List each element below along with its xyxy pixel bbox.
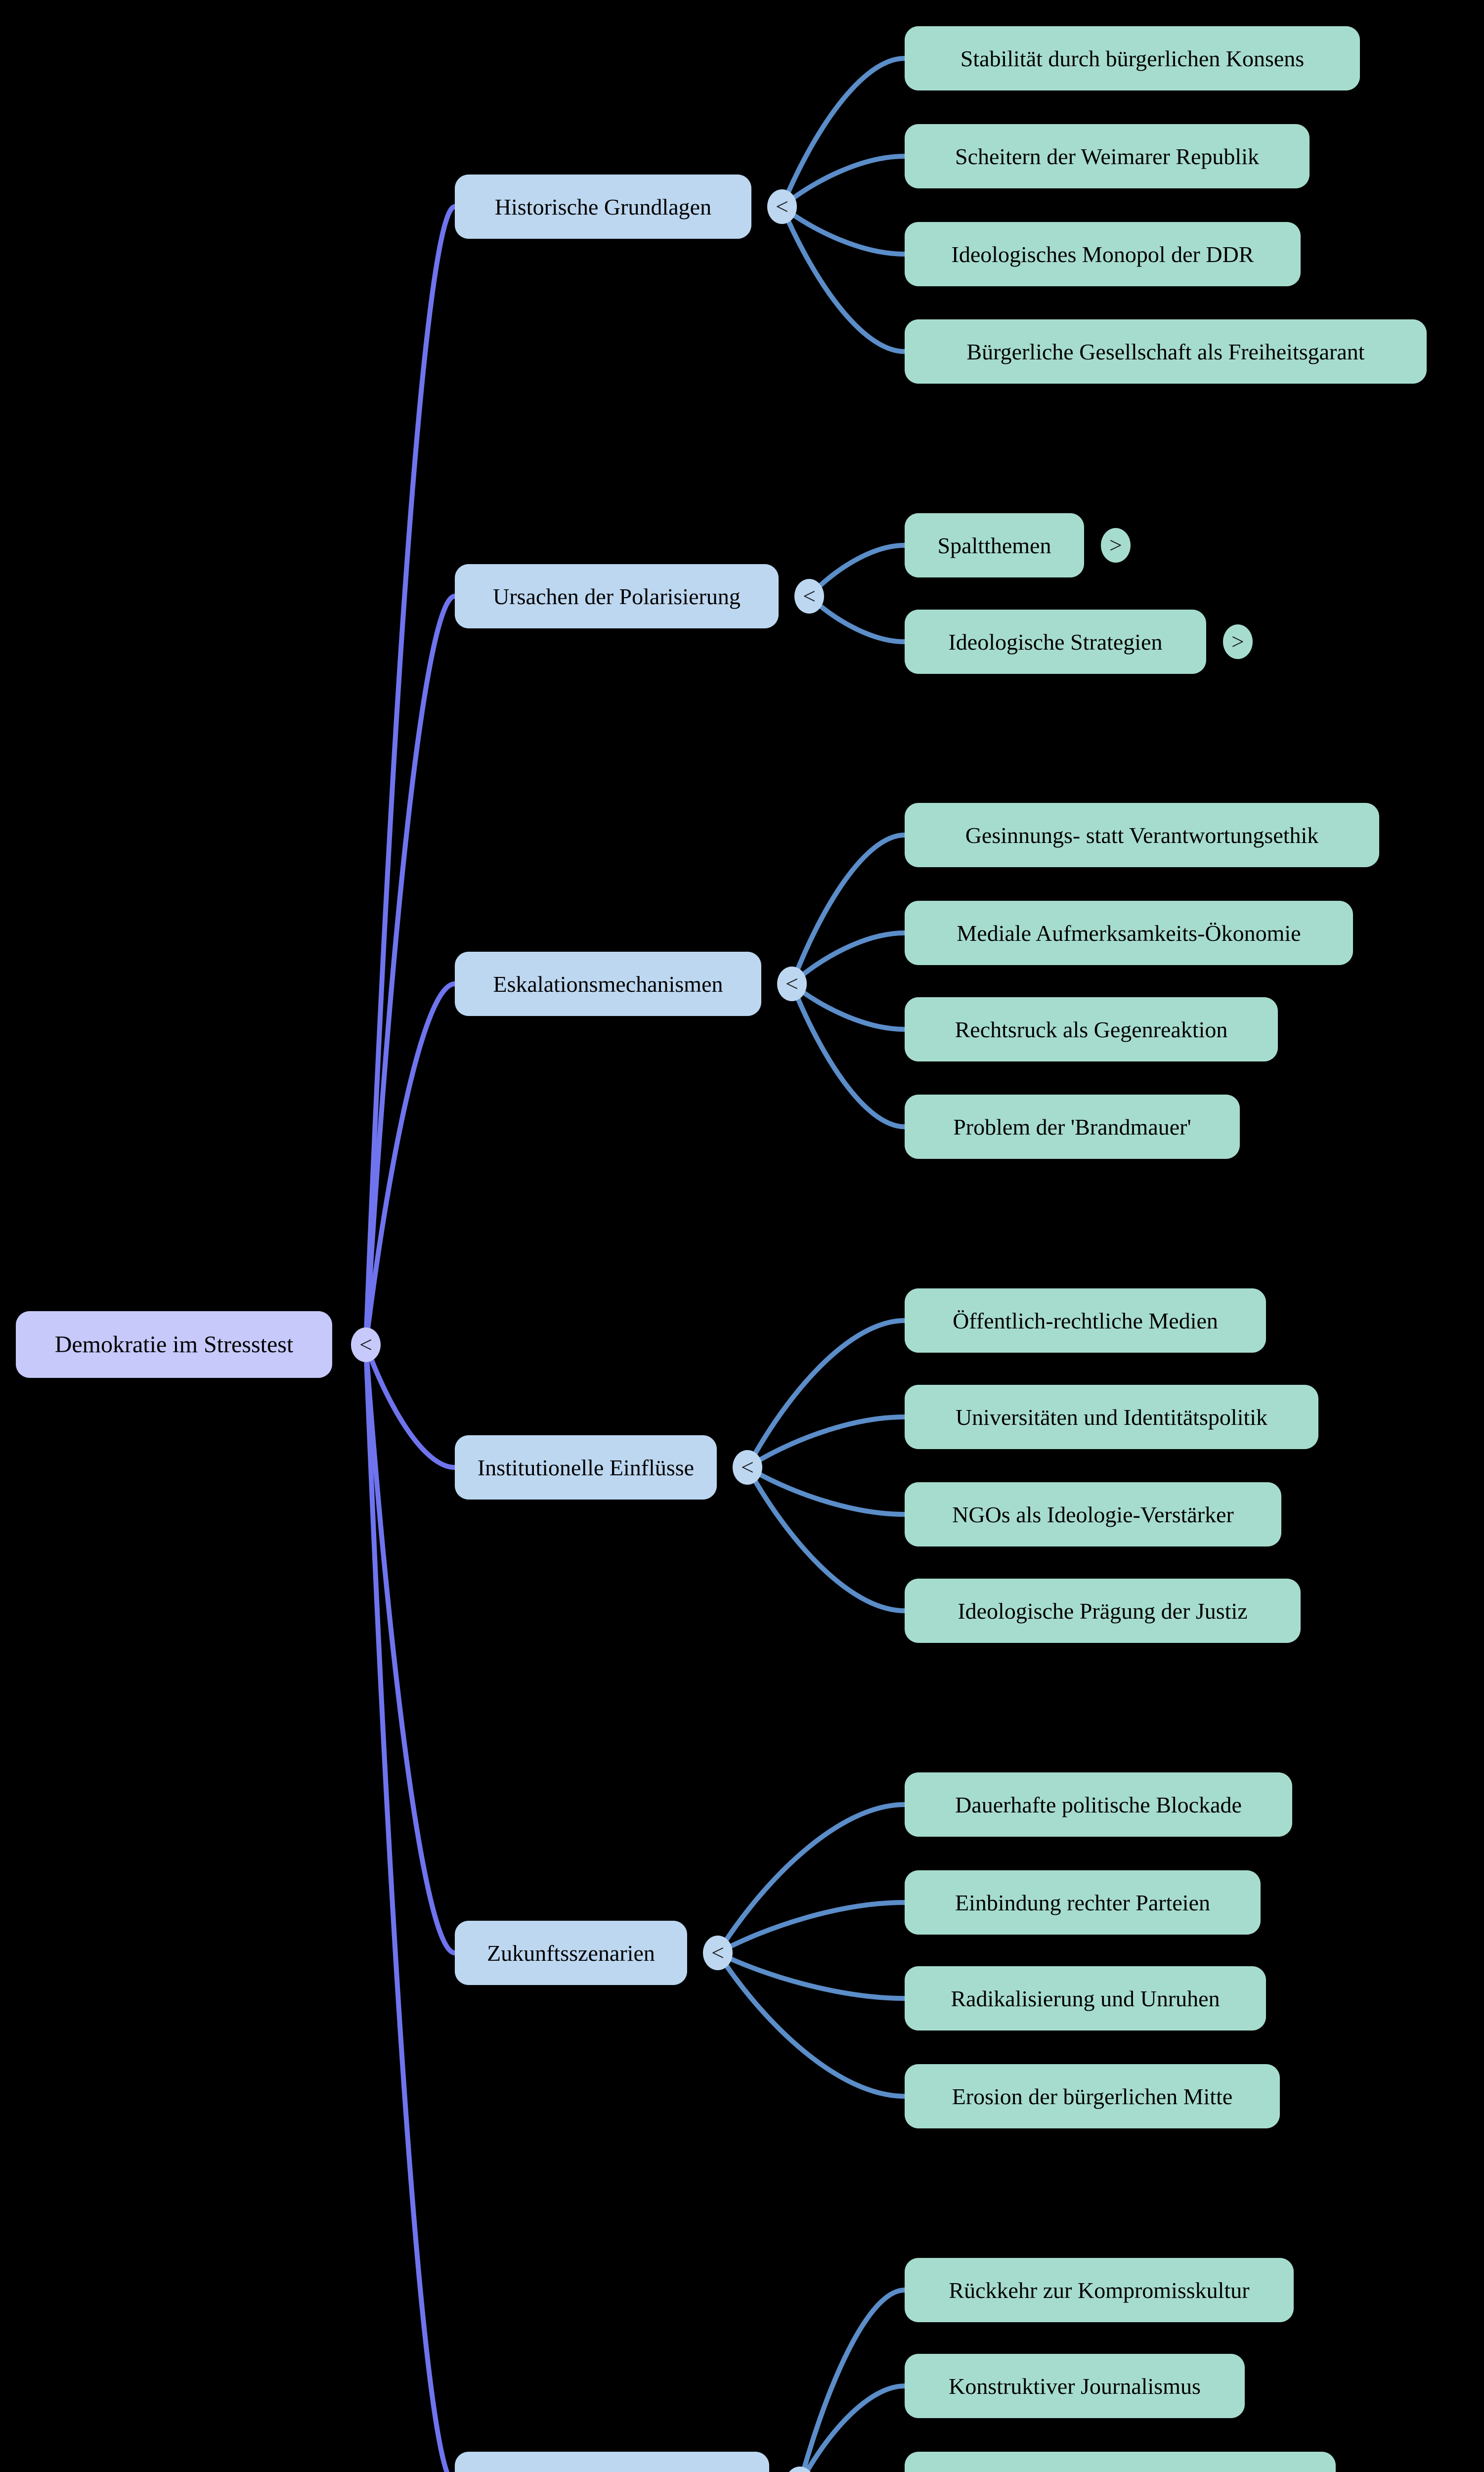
- branch-node-zukunftsszenarien[interactable]: Zukunftsszenarien: [455, 1921, 687, 1985]
- collapse-toggle-therapieansatze-auswege[interactable]: <: [785, 2467, 815, 2472]
- node-label: Institutionelle Einflüsse: [477, 1455, 695, 1480]
- edge-institutionelle-einflusse-to-offentlich-rechtliche-medien: [745, 1318, 907, 1470]
- node-label: Demokratie im Stresstest: [54, 1331, 294, 1358]
- node-label: Dauerhafte politische Blockade: [955, 1792, 1242, 1817]
- edge-institutionelle-einflusse-to-ideologische-pragung-der-justiz: [745, 1465, 907, 1613]
- chevron-left-icon: <: [711, 1940, 724, 1965]
- node-label: Mediale Aufmerksamkeits-Ökonomie: [957, 920, 1301, 946]
- node-label: Ursachen der Polarisierung: [493, 583, 741, 609]
- edge-zukunftsszenarien-to-dauerhafte-politische-blockade: [715, 1802, 907, 1955]
- node-label: Ideologische Prägung der Justiz: [958, 1598, 1248, 1624]
- chevron-left-icon: <: [786, 971, 798, 996]
- leaf-node-ideologische-strategien[interactable]: Ideologische Strategien: [905, 610, 1206, 674]
- node-label: Bürgerliche Gesellschaft als Freiheitsga…: [966, 339, 1365, 364]
- edge-ursachen-der-polarisierung-to-ideologische-strategien: [807, 594, 907, 644]
- node-label: NGOs als Ideologie-Verstärker: [952, 1501, 1234, 1527]
- node-label: Nüchterne Steuerung der Migration: [958, 2471, 1282, 2472]
- leaf-node-nuchterne-steuerung-der-migration[interactable]: Nüchterne Steuerung der Migration: [905, 2452, 1336, 2472]
- leaf-node-problem-der-brandmauer[interactable]: Problem der 'Brandmauer': [905, 1095, 1240, 1159]
- edge-therapieansatze-auswege-to-ruckkehr-zur-kompromisskultur: [800, 2288, 907, 2472]
- node-label: Rückkehr zur Kompromisskultur: [949, 2277, 1250, 2303]
- edge-institutionelle-einflusse-to-universitaten-und-identitatspolitik: [745, 1414, 907, 1470]
- leaf-node-ruckkehr-zur-kompromisskultur[interactable]: Rückkehr zur Kompromisskultur: [905, 2258, 1294, 2322]
- leaf-node-rechtsruck-als-gegenreaktion[interactable]: Rechtsruck als Gegenreaktion: [905, 997, 1278, 1061]
- leaf-node-gesinnungs-statt-verantwortungsethik[interactable]: Gesinnungs- statt Verantwortungsethik: [905, 803, 1379, 867]
- leaf-node-konstruktiver-journalismus[interactable]: Konstruktiver Journalismus: [905, 2354, 1245, 2418]
- node-label: Einbindung rechter Parteien: [955, 1890, 1211, 1915]
- chevron-left-icon: <: [776, 194, 788, 219]
- edge-root-to-ursachen-der-polarisierung: [363, 594, 457, 1347]
- node-label: Ideologisches Monopol der DDR: [951, 241, 1254, 267]
- node-label: Öffentlich-rechtliche Medien: [953, 1308, 1218, 1333]
- expand-toggle-ideologische-strategien[interactable]: >: [1223, 624, 1253, 659]
- edge-institutionelle-einflusse-to-ngos-als-ideologie-verstarker: [745, 1465, 907, 1517]
- branch-node-eskalationsmechanismen[interactable]: Eskalationsmechanismen: [455, 952, 761, 1016]
- node-label: Erosion der bürgerlichen Mitte: [952, 2083, 1233, 2109]
- branch-node-ursachen-der-polarisierung[interactable]: Ursachen der Polarisierung: [455, 564, 779, 628]
- node-label: Konstruktiver Journalismus: [949, 2373, 1201, 2399]
- expand-toggle-spaltthemen[interactable]: >: [1101, 528, 1131, 563]
- chevron-left-icon: <: [359, 1332, 372, 1357]
- collapse-toggle-institutionelle-einflusse[interactable]: <: [733, 1450, 762, 1485]
- edge-zukunftsszenarien-to-einbindung-rechter-parteien: [715, 1900, 907, 1955]
- leaf-node-stabilitat-durch-burgerlichen-konsens[interactable]: Stabilität durch bürgerlichen Konsens: [905, 26, 1360, 90]
- edge-ursachen-der-polarisierung-to-spaltthemen: [807, 543, 907, 599]
- edge-root-to-historische-grundlagen: [363, 204, 457, 1347]
- chevron-left-icon: <: [803, 583, 816, 609]
- node-label: Rechtsruck als Gegenreaktion: [955, 1016, 1228, 1042]
- chevron-right-icon: >: [1109, 532, 1122, 558]
- edge-therapieansatze-auswege-to-konstruktiver-journalismus: [803, 2384, 907, 2472]
- branch-node-therapieansatze-auswege[interactable]: Therapieansätze (Auswege): [455, 2452, 769, 2472]
- edge-root-to-therapieansatze-auswege: [363, 1342, 450, 2472]
- leaf-node-burgerliche-gesellschaft-als-freiheitsgarant[interactable]: Bürgerliche Gesellschaft als Freiheitsga…: [905, 319, 1427, 384]
- branch-node-institutionelle-einflusse[interactable]: Institutionelle Einflüsse: [455, 1435, 717, 1500]
- edge-root-to-eskalationsmechanismen: [363, 981, 457, 1347]
- node-label: Historische Grundlagen: [494, 194, 712, 220]
- leaf-node-ngos-als-ideologie-verstarker[interactable]: NGOs als Ideologie-Verstärker: [905, 1482, 1281, 1546]
- node-label: Spaltthemen: [937, 532, 1051, 558]
- node-label: Zukunftsszenarien: [487, 1940, 655, 1966]
- node-label: Radikalisierung und Unruhen: [951, 1986, 1220, 2011]
- edge-zukunftsszenarien-to-erosion-der-burgerlichen-mitte: [715, 1950, 907, 2099]
- branch-node-historische-grundlagen[interactable]: Historische Grundlagen: [455, 175, 751, 239]
- leaf-node-ideologisches-monopol-der-ddr[interactable]: Ideologisches Monopol der DDR: [905, 222, 1301, 286]
- leaf-node-erosion-der-burgerlichen-mitte[interactable]: Erosion der bürgerlichen Mitte: [905, 2064, 1280, 2128]
- node-label: Scheitern der Weimarer Republik: [955, 143, 1259, 169]
- collapse-toggle-demokratie-im-stresstest[interactable]: <: [351, 1327, 381, 1362]
- node-label: Therapieansätze (Auswege): [485, 2471, 739, 2472]
- edge-historische-grundlagen-to-stabilitat-durch-burgerlichen-konsens: [780, 56, 907, 209]
- leaf-node-universitaten-und-identitatspolitik[interactable]: Universitäten und Identitätspolitik: [905, 1385, 1318, 1449]
- leaf-node-dauerhafte-politische-blockade[interactable]: Dauerhafte politische Blockade: [905, 1772, 1292, 1837]
- leaf-node-radikalisierung-und-unruhen[interactable]: Radikalisierung und Unruhen: [905, 1966, 1266, 2031]
- node-label: Problem der 'Brandmauer': [953, 1114, 1191, 1140]
- collapse-toggle-historische-grundlagen[interactable]: <: [767, 189, 797, 224]
- collapse-toggle-ursachen-der-polarisierung[interactable]: <: [794, 579, 824, 614]
- edge-zukunftsszenarien-to-radikalisierung-und-unruhen: [715, 1950, 907, 2001]
- edge-historische-grundlagen-to-burgerliche-gesellschaft-als-freiheitsgarant: [780, 204, 907, 354]
- leaf-node-ideologische-pragung-der-justiz[interactable]: Ideologische Prägung der Justiz: [905, 1579, 1301, 1643]
- leaf-node-einbindung-rechter-parteien[interactable]: Einbindung rechter Parteien: [905, 1870, 1261, 1935]
- root-node-demokratie-im-stresstest[interactable]: Demokratie im Stresstest: [16, 1311, 332, 1378]
- leaf-node-mediale-aufmerksamkeits-okonomie[interactable]: Mediale Aufmerksamkeits-Ökonomie: [905, 901, 1353, 965]
- node-label: Universitäten und Identitätspolitik: [955, 1404, 1268, 1430]
- node-label: Ideologische Strategien: [948, 629, 1163, 655]
- leaf-node-offentlich-rechtliche-medien[interactable]: Öffentlich-rechtliche Medien: [905, 1288, 1266, 1353]
- edge-root-to-zukunftsszenarien: [363, 1342, 457, 1955]
- collapse-toggle-zukunftsszenarien[interactable]: <: [703, 1936, 733, 1970]
- edge-eskalationsmechanismen-to-problem-der-brandmauer: [789, 981, 907, 1129]
- node-label: Stabilität durch bürgerlichen Konsens: [960, 45, 1305, 71]
- node-label: Eskalationsmechanismen: [493, 971, 723, 997]
- node-label: Gesinnungs- statt Verantwortungsethik: [965, 822, 1319, 848]
- chevron-right-icon: >: [1231, 629, 1244, 654]
- chevron-left-icon: <: [741, 1455, 754, 1480]
- edge-root-to-institutionelle-einflusse: [363, 1342, 457, 1470]
- leaf-node-spaltthemen[interactable]: Spaltthemen: [905, 513, 1084, 577]
- edge-eskalationsmechanismen-to-gesinnungs-statt-verantwortungsethik: [789, 833, 907, 986]
- leaf-node-scheitern-der-weimarer-republik[interactable]: Scheitern der Weimarer Republik: [905, 124, 1309, 188]
- collapse-toggle-eskalationsmechanismen[interactable]: <: [777, 967, 807, 1001]
